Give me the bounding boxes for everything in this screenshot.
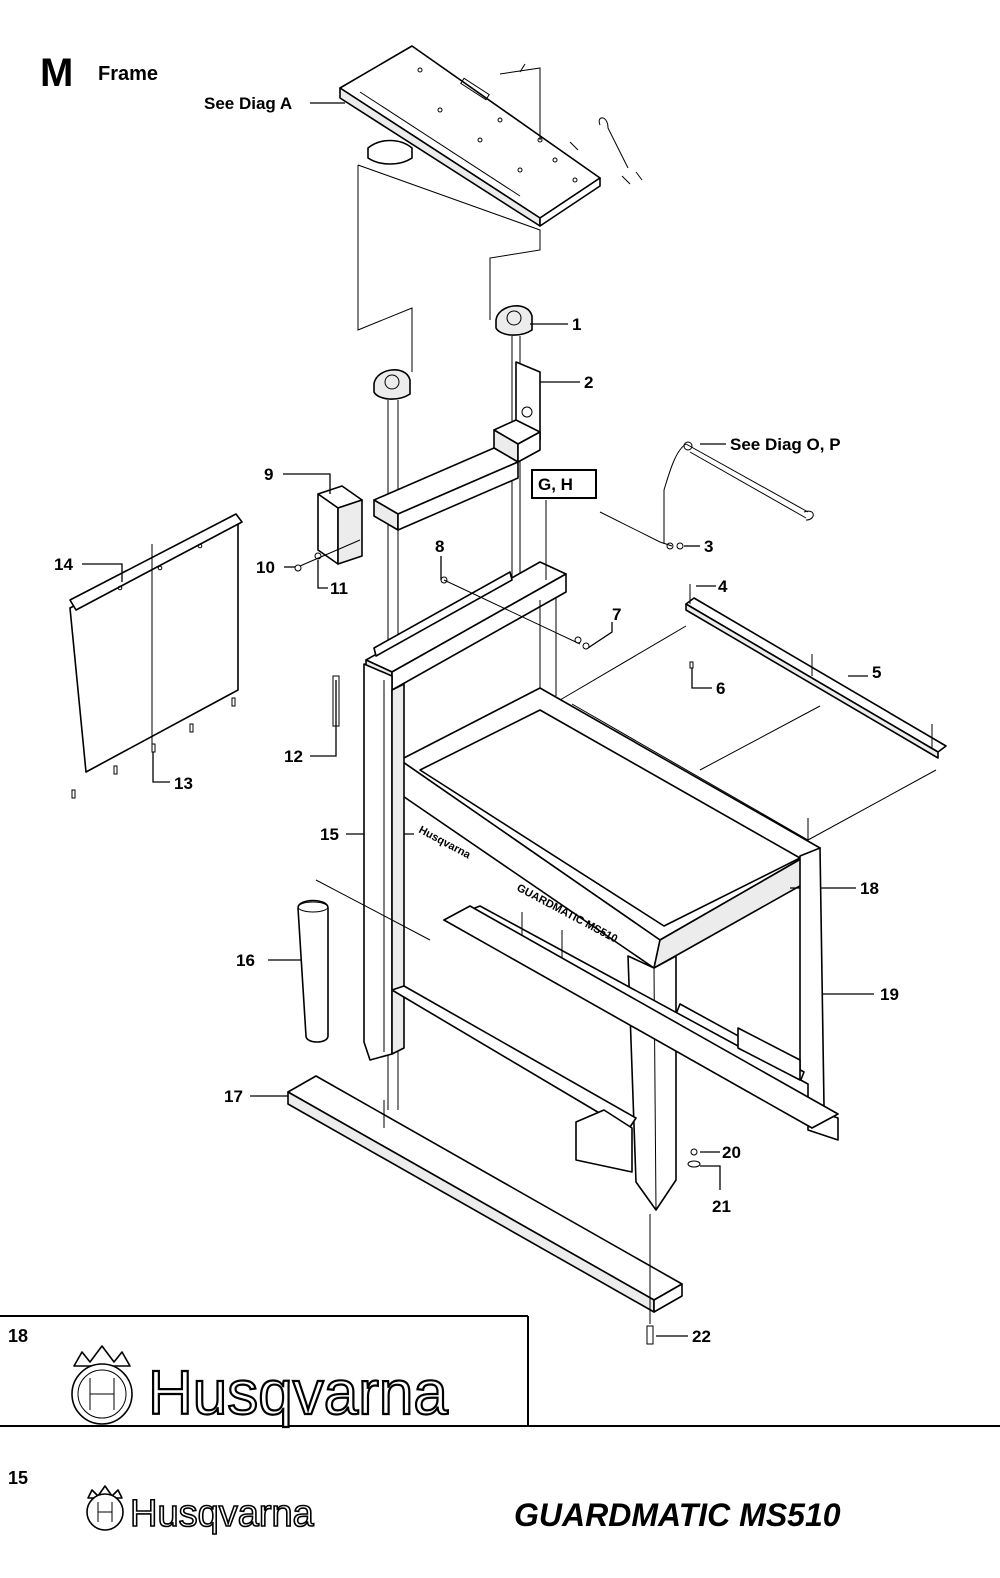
- page-number-bottom: 15: [8, 1468, 28, 1488]
- rear-panel: [69, 513, 243, 773]
- callout-10: 10: [256, 558, 275, 577]
- bracket: [493, 361, 541, 463]
- callout-7: 7: [612, 605, 621, 624]
- callout-12: 12: [284, 747, 303, 766]
- callout-5: 5: [872, 663, 881, 682]
- callout-2: 2: [584, 373, 593, 392]
- callout-16: 16: [236, 951, 255, 970]
- ref-diag-op: See Diag O, P: [730, 435, 841, 454]
- upper-frame: [365, 561, 567, 691]
- callout-1: 1: [572, 315, 581, 334]
- crown-small-icon: [87, 1485, 123, 1499]
- callout-19: 19: [880, 985, 899, 1004]
- crown-icon: [73, 1345, 131, 1367]
- leader-11: [317, 560, 328, 589]
- ref-gh-box: [531, 469, 597, 499]
- model-name: GUARDMATIC MS510: [514, 1497, 841, 1533]
- cross-beam: [373, 447, 519, 531]
- callout-18: 18: [860, 879, 879, 898]
- callout-17: 17: [224, 1087, 243, 1106]
- switch-box: [317, 485, 363, 565]
- husqvarna-logo-large: Husqvarna: [71, 1345, 449, 1429]
- callout-9: 9: [264, 465, 273, 484]
- screws-13: [71, 697, 236, 799]
- leader-7: [587, 622, 613, 649]
- base-beam: [287, 1075, 683, 1313]
- side-rail: [685, 584, 947, 759]
- brand-text-large: Husqvarna: [148, 1359, 448, 1428]
- leader-6: [691, 668, 712, 689]
- callout-11: 11: [330, 579, 348, 598]
- leader-9: [283, 473, 331, 494]
- callout-22: 22: [692, 1327, 711, 1346]
- footer-box: [0, 1315, 1000, 1427]
- ref-diag-a: See Diag A: [204, 94, 292, 113]
- callout-14: 14: [54, 555, 73, 574]
- callout-15: 15: [320, 825, 339, 844]
- ref-gh: G, H: [538, 475, 573, 494]
- callout-8: 8: [435, 537, 444, 556]
- leg-tube: [297, 879, 431, 1043]
- callout-21: 21: [712, 1197, 731, 1216]
- rod-assembly: [663, 441, 814, 544]
- table-tray: [393, 598, 821, 969]
- callout-6: 6: [716, 679, 725, 698]
- page-number-top: 18: [8, 1326, 28, 1346]
- brand-text-small: Husqvarna: [130, 1493, 315, 1535]
- callout-20: 20: [722, 1143, 741, 1162]
- lower-rails: [391, 905, 839, 1173]
- section-letter: M: [40, 51, 73, 95]
- callout-13: 13: [174, 774, 193, 793]
- section-title: Frame: [98, 63, 158, 85]
- leader-12: [310, 680, 337, 757]
- leg-left: [363, 663, 405, 1061]
- leader-21: [700, 1165, 721, 1190]
- top-plate-assembly: [339, 45, 643, 227]
- leader-13: [152, 752, 170, 783]
- callout-3: 3: [704, 537, 713, 556]
- callout-4: 4: [718, 577, 728, 596]
- husqvarna-logo-small: Husqvarna: [86, 1485, 315, 1536]
- leader-14: [82, 563, 123, 582]
